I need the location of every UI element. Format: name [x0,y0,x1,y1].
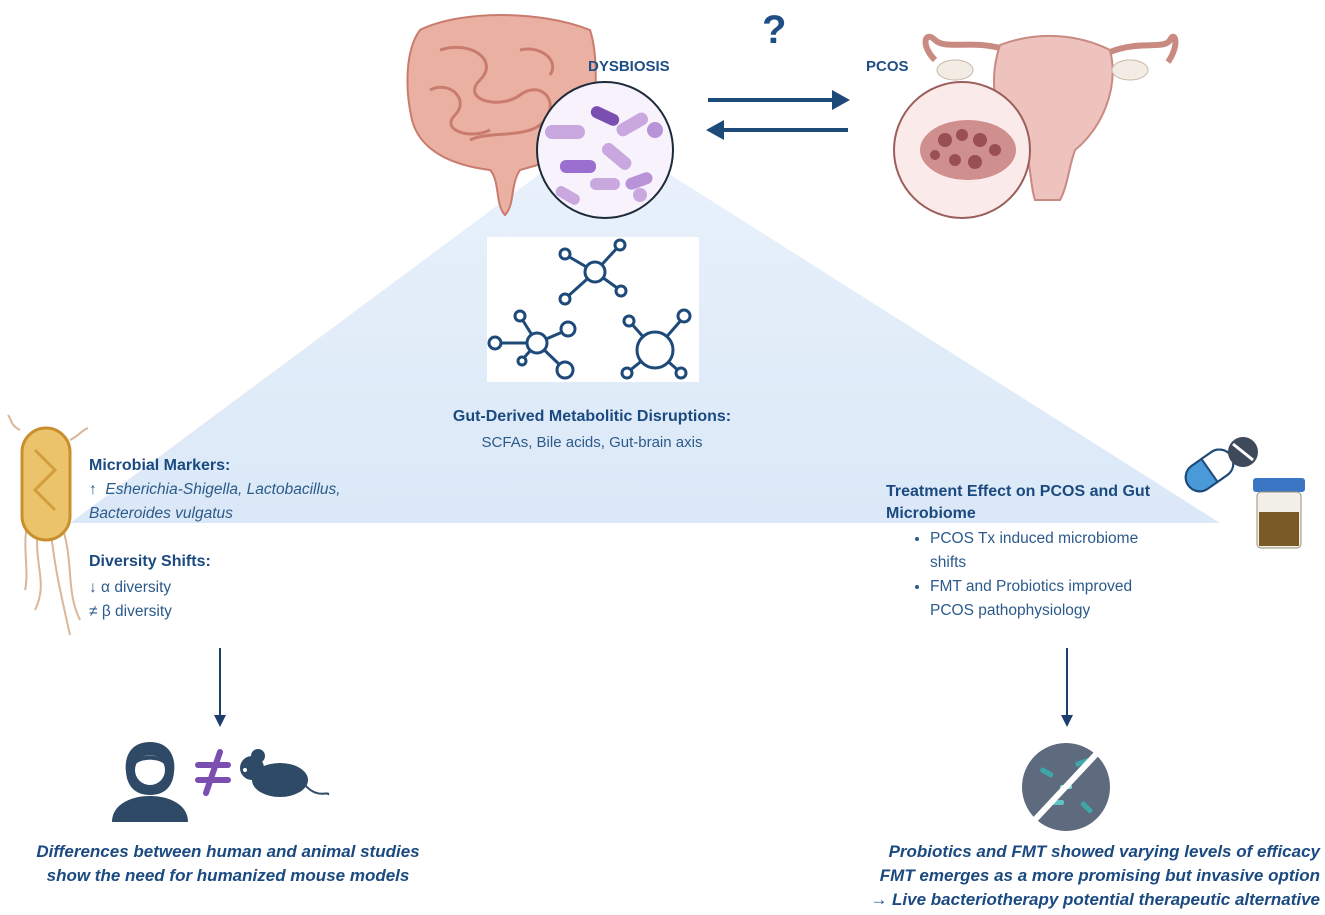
markers-line-1: ↑ Esherichia-Shigella, Lactobacillus, [89,481,341,499]
dysbiosis-label: DYSBIOSIS [588,58,670,75]
medication-icon [1184,437,1258,493]
treatment-title-line-2: Microbiome [886,505,976,522]
bullet-1-line-2: shifts [930,554,967,571]
beta-diversity: ≠ β diversity [89,603,172,620]
markers-title: Microbial Markers: [89,457,231,474]
right-conclusion-line-2: FMT emerges as a more promising but inva… [879,866,1320,885]
live-bacteriotherapy-icon [1022,743,1110,831]
diversity-title: Diversity Shifts: [89,553,211,570]
increase-arrow: ↑ [89,481,97,498]
bacteria-circle-icon [536,81,674,219]
bacterium-icon [7,414,89,636]
intestine-icon [406,14,597,217]
markers-species-1: Esherichia-Shigella, Lactobacillus, [105,481,341,498]
molecule-network-icon [487,238,692,380]
bullet-item: FMT and Probiotics improved PCOS pathoph… [930,575,1138,623]
stool-sample-icon [1253,478,1305,549]
mouse-icon [240,749,330,797]
bullet-2-line-2: PCOS pathophysiology [930,602,1091,619]
metabolic-title: Gut-Derived Metabolitic Disruptions: [452,408,732,425]
right-conclusion-line-3: → Live bacteriotherapy potential therape… [870,890,1320,909]
treatment-bullets: PCOS Tx induced microbiome shifts FMT an… [908,527,1138,623]
bullet-1-line-1: PCOS Tx induced microbiome [930,530,1139,547]
treatment-title-line-1: Treatment Effect on PCOS and Gut [886,483,1151,500]
treatment-title: Treatment Effect on PCOS and Gut Microbi… [886,481,1150,525]
metabolic-subtitle: SCFAs, Bile acids, Gut-brain axis [481,434,703,451]
alpha-diversity: ↓ α diversity [89,579,172,596]
left-conclusion: Differences between human and animal stu… [8,840,448,888]
pcos-label: PCOS [866,58,909,75]
question-mark: ? [762,8,787,52]
bullet-item: PCOS Tx induced microbiome shifts [930,527,1138,575]
right-conclusion: Probiotics and FMT showed varying levels… [805,840,1320,912]
not-equal-icon [195,749,231,796]
left-conclusion-line-1: Differences between human and animal stu… [36,842,420,861]
right-conclusion-line-1: Probiotics and FMT showed varying levels… [888,842,1320,861]
markers-line-2: Bacteroides vulgatus [89,505,233,522]
bullet-2-line-1: FMT and Probiotics improved [930,578,1133,595]
human-icon [112,742,188,822]
left-conclusion-line-2: show the need for humanized mouse models [46,866,410,885]
uterus-icon [893,33,1179,219]
